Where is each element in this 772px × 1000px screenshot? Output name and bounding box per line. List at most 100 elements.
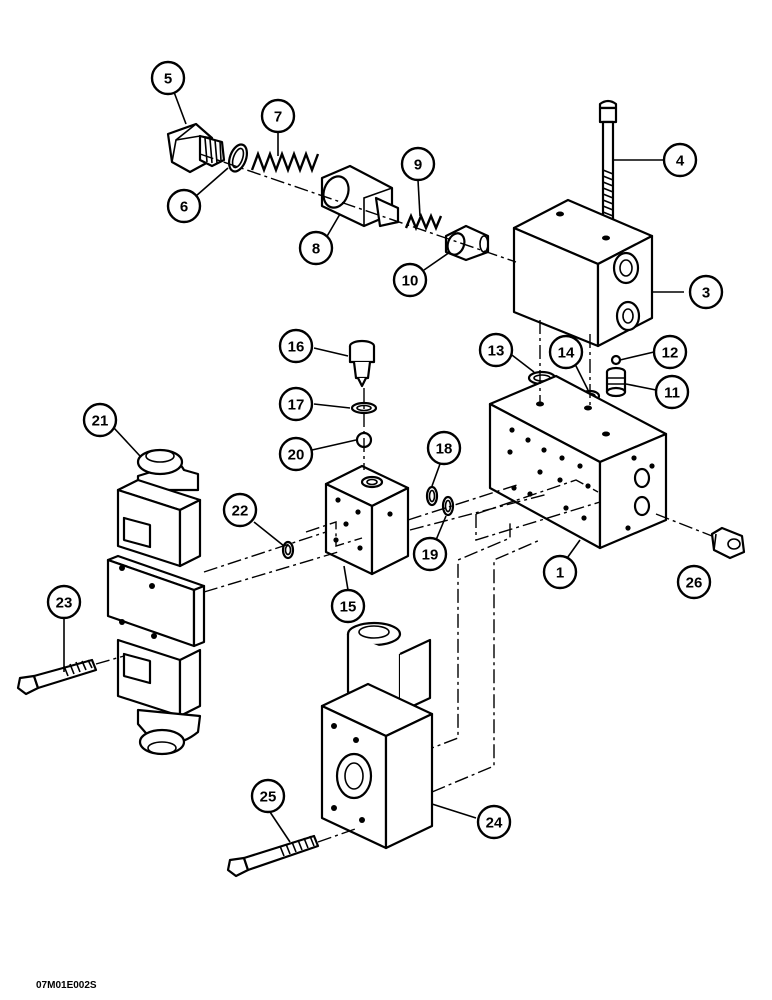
callout-18: 18 [426,430,462,466]
callout-26: 26 [676,564,712,600]
callout-circle [654,374,690,410]
callout-7: 7 [260,98,296,134]
callout-23: 23 [46,584,82,620]
callout-circle [298,230,334,266]
part-restrictor-11 [605,366,627,398]
callout-3: 3 [688,274,724,310]
figure-reference-code: 07M01E002S [36,980,97,991]
callout-circle [426,430,462,466]
part-ball-12 [610,354,622,366]
callout-label: 10 [402,273,419,290]
callout-label: 16 [288,339,305,356]
callout-label: 18 [436,441,453,458]
callout-21: 21 [82,402,118,438]
callout-label: 13 [488,343,505,360]
callout-label: 19 [422,547,439,564]
part-o-ring-18 [425,485,439,507]
callout-label: 11 [664,385,680,402]
callout-19: 19 [412,536,448,572]
part-manifold-block-1 [488,374,668,550]
callout-label: 24 [486,815,503,832]
callout-11: 11 [654,374,690,410]
part-valve-block-24 [320,621,434,850]
part-solenoid-valve-21 [106,448,206,756]
callout-circle [330,588,366,624]
callout-label: 1 [556,565,564,582]
part-cap-screw-25 [226,834,320,878]
callout-label: 20 [288,447,305,464]
callout-circle [676,564,712,600]
callout-label: 23 [56,595,73,612]
part-spool-8 [320,164,400,228]
callout-leaders [63,91,684,843]
callout-circle [548,334,584,370]
callout-label: 14 [558,345,575,362]
callout-circle [222,492,258,528]
callout-circle [652,334,688,370]
callout-circle [46,584,82,620]
part-plug-5 [166,122,226,174]
callout-circle [250,778,286,814]
callout-1: 1 [542,554,578,590]
callout-circle [476,804,512,840]
callout-label: 4 [676,153,685,170]
callout-circle [478,332,514,368]
callout-label: 25 [260,789,277,806]
callout-circle [82,402,118,438]
part-adapter-block-15 [324,464,410,576]
callout-circle [688,274,724,310]
callout-16: 16 [278,328,314,364]
callout-14: 14 [548,334,584,370]
callout-circle [150,60,186,96]
callout-label: 17 [288,397,305,414]
callout-circle [412,536,448,572]
part-o-ring-6 [227,143,249,173]
callout-label: 5 [164,71,172,88]
callout-label: 6 [180,199,188,216]
callout-25: 25 [250,778,286,814]
callout-10: 10 [392,262,428,298]
assembly-centerlines [95,153,713,843]
callout-circle [260,98,296,134]
callout-13: 13 [478,332,514,368]
callout-label: 26 [686,575,703,592]
callout-circle [392,262,428,298]
callout-22: 22 [222,492,258,528]
part-valve-body-3 [512,198,654,348]
part-spring-9 [404,212,443,232]
callout-6: 6 [166,188,202,224]
callout-label: 12 [662,345,679,362]
callout-15: 15 [330,588,366,624]
callout-label: 22 [232,503,249,520]
part-cap-screw-23 [16,658,98,696]
part-piston-10 [444,224,490,262]
callout-17: 17 [278,386,314,422]
callout-label: 7 [274,109,282,126]
part-cap-screw-4 [598,99,618,228]
callout-20: 20 [278,436,314,472]
callout-label: 8 [312,241,320,258]
part-check-valve-16 [348,339,376,388]
callout-circle [542,554,578,590]
callout-label: 3 [702,285,710,302]
part-spring-7 [250,150,320,174]
callout-label: 21 [92,413,109,430]
callout-12: 12 [652,334,688,370]
callout-4: 4 [662,142,698,178]
callout-label: 9 [414,157,422,174]
part-o-ring-22 [281,540,295,560]
callout-8: 8 [298,230,334,266]
callout-circle [278,386,314,422]
callout-circle [278,328,314,364]
callout-circle [166,188,202,224]
callout-circle [662,142,698,178]
part-plug-26 [710,526,746,560]
callout-5: 5 [150,60,186,96]
callout-9: 9 [400,146,436,182]
callout-circle [278,436,314,472]
callout-24: 24 [476,804,512,840]
callout-label: 15 [340,599,357,616]
